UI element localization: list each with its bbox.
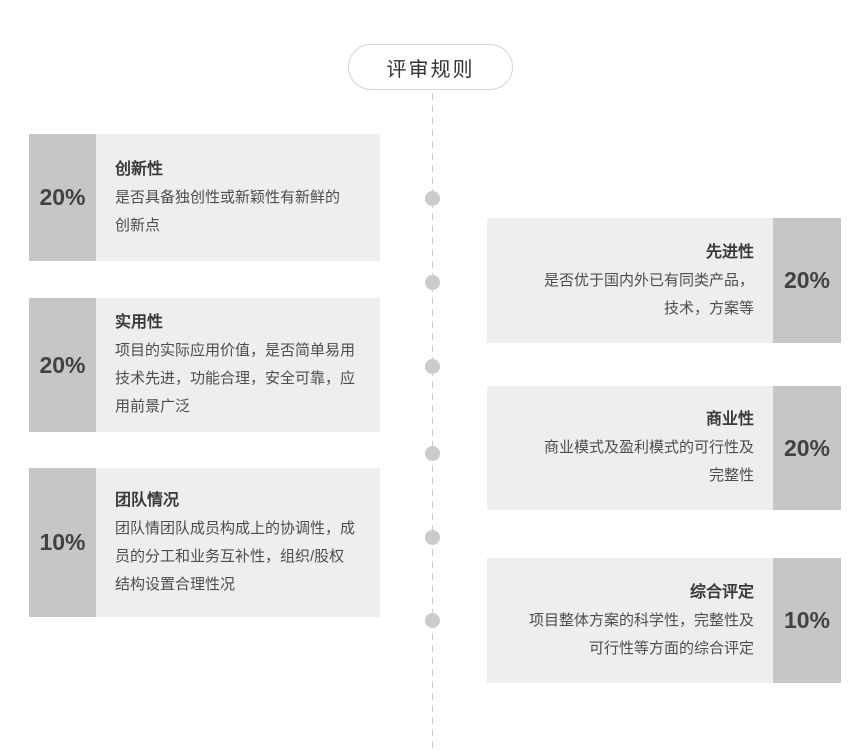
timeline-dot <box>425 612 440 628</box>
timeline-dashed-line <box>432 93 433 752</box>
criteria-title: 先进性 <box>705 243 754 261</box>
percent-badge: 10% <box>773 558 841 683</box>
criteria-body: 综合评定 项目整体方案的科学性，完整性及可行性等方面的综合评定 <box>487 558 773 683</box>
criteria-description-line: 完整性 <box>708 467 754 484</box>
timeline-dot <box>425 274 440 290</box>
percent-badge: 20% <box>773 386 841 510</box>
criteria-title: 实用性 <box>115 314 164 331</box>
criteria-description-line: 技术先进，功能合理，安全可靠，应 <box>115 370 356 387</box>
criteria-card: 20% 创新性 是否具备独创性或新颖性有新鲜的创新点 <box>29 134 380 261</box>
timeline-dot <box>425 529 440 545</box>
criteria-description-line: 创新点 <box>115 216 161 234</box>
criteria-description-line: 是否具备独创性或新颖性有新鲜的 <box>115 188 341 206</box>
criteria-description-line: 员的分工和业务互补性，组织/股权 <box>115 547 345 565</box>
criteria-card: 20% 先进性 是否优于国内外已有同类产品， 技术，方案等 <box>487 218 841 343</box>
criteria-title: 商业性 <box>705 411 754 428</box>
criteria-title: 综合评定 <box>689 583 754 601</box>
timeline-dot <box>425 190 440 206</box>
percent-badge: 20% <box>29 134 96 261</box>
criteria-description-line: 技术，方案等 <box>663 299 754 317</box>
criteria-body: 商业性 商业模式及盈利模式的可行性及完整性 <box>487 386 773 510</box>
percent-badge: 20% <box>29 298 96 432</box>
criteria-title: 团队情况 <box>115 491 180 509</box>
criteria-body: 团队情况 团队情团队成员构成上的协调性，成员的分工和业务互补性，组织/股权结构设… <box>96 468 380 617</box>
criteria-card: 10% 综合评定 项目整体方案的科学性，完整性及可行性等方面的综合评定 <box>487 558 841 683</box>
criteria-description-line: 结构设置合理性况 <box>115 575 236 593</box>
percent-badge: 10% <box>29 468 96 617</box>
criteria-description-line: 用前景广泛 <box>115 398 191 415</box>
criteria-title: 创新性 <box>115 160 164 178</box>
timeline-dot <box>425 358 440 374</box>
criteria-description-line: 商业模式及盈利模式的可行性及 <box>543 439 754 456</box>
timeline-dot <box>425 445 440 461</box>
page-title: 评审规则 <box>386 58 475 81</box>
percent-badge: 20% <box>773 218 841 343</box>
criteria-description-line: 项目整体方案的科学性，完整性及 <box>528 611 754 629</box>
criteria-body: 实用性 项目的实际应用价值，是否简单易用技术先进，功能合理，安全可靠，应用前景广… <box>96 298 380 432</box>
criteria-description-line: 项目的实际应用价值，是否简单易用 <box>115 342 356 359</box>
criteria-card: 20% 商业性 商业模式及盈利模式的可行性及完整性 <box>487 386 841 510</box>
criteria-description-line: 可行性等方面的综合评定 <box>588 639 754 657</box>
title-pill: 评审规则 <box>348 44 513 90</box>
criteria-card: 10% 团队情况 团队情团队成员构成上的协调性，成员的分工和业务互补性，组织/股… <box>29 468 380 617</box>
criteria-body: 创新性 是否具备独创性或新颖性有新鲜的创新点 <box>96 134 380 261</box>
criteria-body: 先进性 是否优于国内外已有同类产品， 技术，方案等 <box>487 218 773 343</box>
criteria-description-line: 是否优于国内外已有同类产品， <box>543 271 754 289</box>
criteria-description-line: 团队情团队成员构成上的协调性，成 <box>115 519 356 537</box>
criteria-card: 20% 实用性 项目的实际应用价值，是否简单易用技术先进，功能合理，安全可靠，应… <box>29 298 380 432</box>
